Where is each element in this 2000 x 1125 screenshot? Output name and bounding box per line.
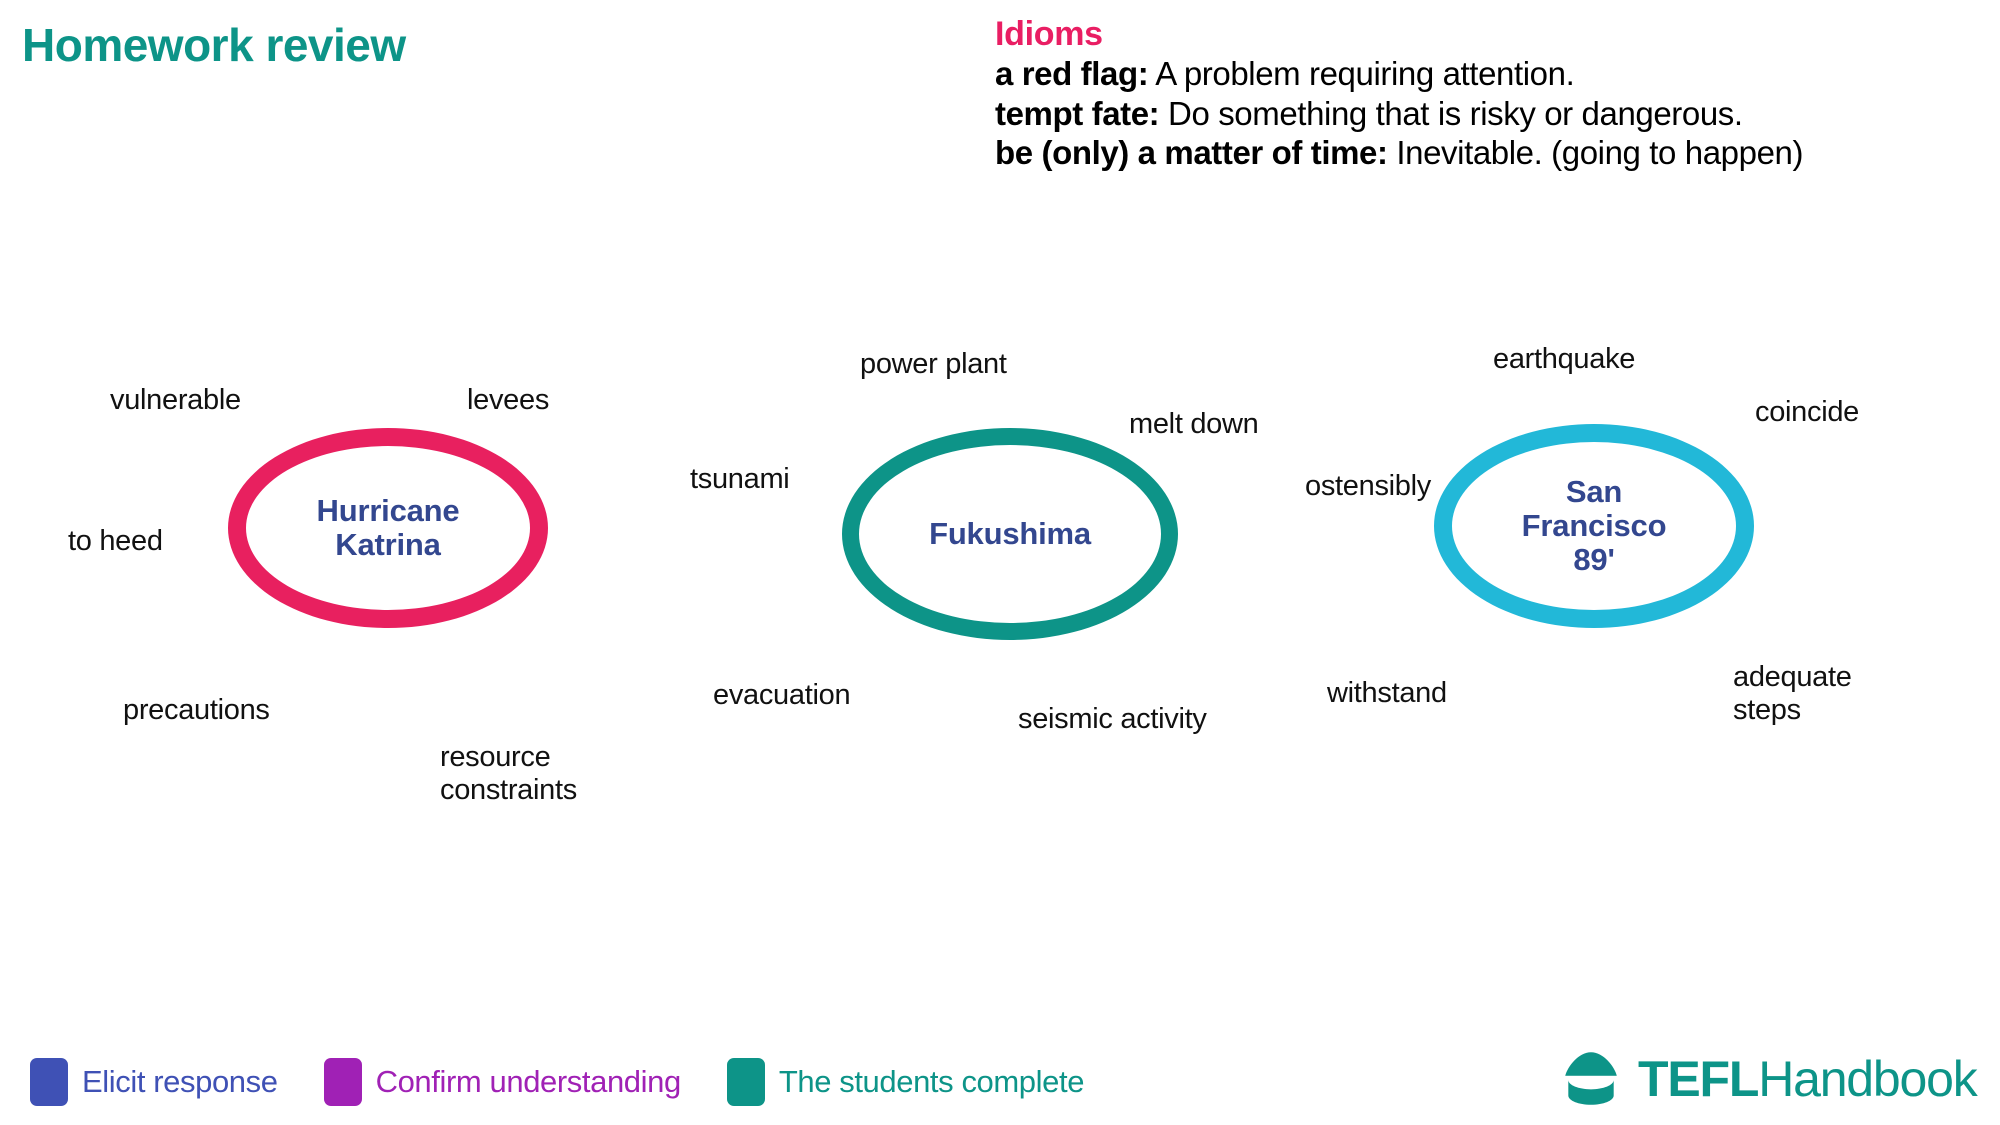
satellite-word: coincide bbox=[1755, 396, 1859, 428]
satellite-word: adequate steps bbox=[1733, 661, 1852, 727]
logo-regular-text: Handbook bbox=[1758, 1051, 1978, 1107]
satellite-word: resource constraints bbox=[440, 741, 577, 807]
satellite-word: to heed bbox=[68, 525, 163, 557]
ellipse-fukushima: Fukushima bbox=[842, 428, 1178, 640]
legend-item: Confirm understanding bbox=[323, 1058, 682, 1106]
satellite-word: tsunami bbox=[690, 463, 790, 495]
idioms-heading: Idioms bbox=[995, 15, 1103, 53]
ellipse-san-francisco-89: San Francisco 89' bbox=[1434, 424, 1754, 628]
idiom-line: tempt fate: Do something that is risky o… bbox=[995, 94, 1995, 134]
ellipse-label-fukushima: Fukushima bbox=[929, 516, 1091, 552]
idioms-block: Idioms a red flag: A problem requiring a… bbox=[995, 14, 1995, 173]
legend-label: The students complete bbox=[778, 1064, 1085, 1099]
idioms-list: a red flag: A problem requiring attentio… bbox=[995, 54, 1995, 173]
legend-item: Elicit response bbox=[30, 1058, 278, 1106]
satellite-word: precautions bbox=[123, 694, 270, 726]
satellite-word: withstand bbox=[1327, 677, 1447, 709]
satellite-word: evacuation bbox=[713, 679, 851, 711]
legend-swatch bbox=[30, 1058, 68, 1106]
page-title: Homework review bbox=[22, 19, 406, 71]
legend-label: Elicit response bbox=[82, 1064, 278, 1099]
idiom-term: tempt fate: bbox=[995, 94, 1160, 132]
legend-swatch bbox=[726, 1058, 765, 1106]
ellipse-label-hurricane-katrina: Hurricane Katrina bbox=[316, 493, 460, 562]
idiom-term: a red flag: bbox=[995, 55, 1149, 93]
idiom-term: be (only) a matter of time: bbox=[995, 134, 1388, 172]
legend: Elicit response Confirm understanding The … bbox=[30, 1058, 1130, 1106]
satellite-word: earthquake bbox=[1493, 343, 1636, 375]
satellite-word: melt down bbox=[1129, 408, 1259, 440]
legend-label: Confirm understanding bbox=[375, 1064, 682, 1099]
idiom-definition: A problem requiring attention. bbox=[1148, 55, 1575, 93]
graduation-cap-icon bbox=[1558, 1046, 1624, 1112]
idiom-line: be (only) a matter of time: Inevitable. … bbox=[995, 133, 1995, 173]
legend-item: The students complete bbox=[726, 1058, 1085, 1106]
satellite-word: seismic activity bbox=[1018, 703, 1207, 735]
satellite-word: ostensibly bbox=[1305, 470, 1431, 502]
satellite-word: power plant bbox=[860, 348, 1007, 380]
logo-bold-text: TEFL bbox=[1638, 1051, 1759, 1107]
idiom-definition: Do something that is risky or dangerous. bbox=[1159, 94, 1743, 132]
satellite-word: levees bbox=[467, 384, 550, 416]
ellipse-label-san-francisco-89: San Francisco 89' bbox=[1521, 474, 1667, 577]
satellite-word: vulnerable bbox=[110, 384, 241, 416]
idiom-line: a red flag: A problem requiring attentio… bbox=[995, 54, 1995, 94]
logo-wordmark: TEFLHandbook bbox=[1638, 1050, 1978, 1108]
ellipse-hurricane-katrina: Hurricane Katrina bbox=[228, 428, 548, 628]
idiom-definition: Inevitable. (going to happen) bbox=[1387, 134, 1804, 172]
legend-swatch bbox=[323, 1058, 362, 1106]
tefl-handbook-logo: TEFLHandbook bbox=[1558, 1046, 1978, 1112]
